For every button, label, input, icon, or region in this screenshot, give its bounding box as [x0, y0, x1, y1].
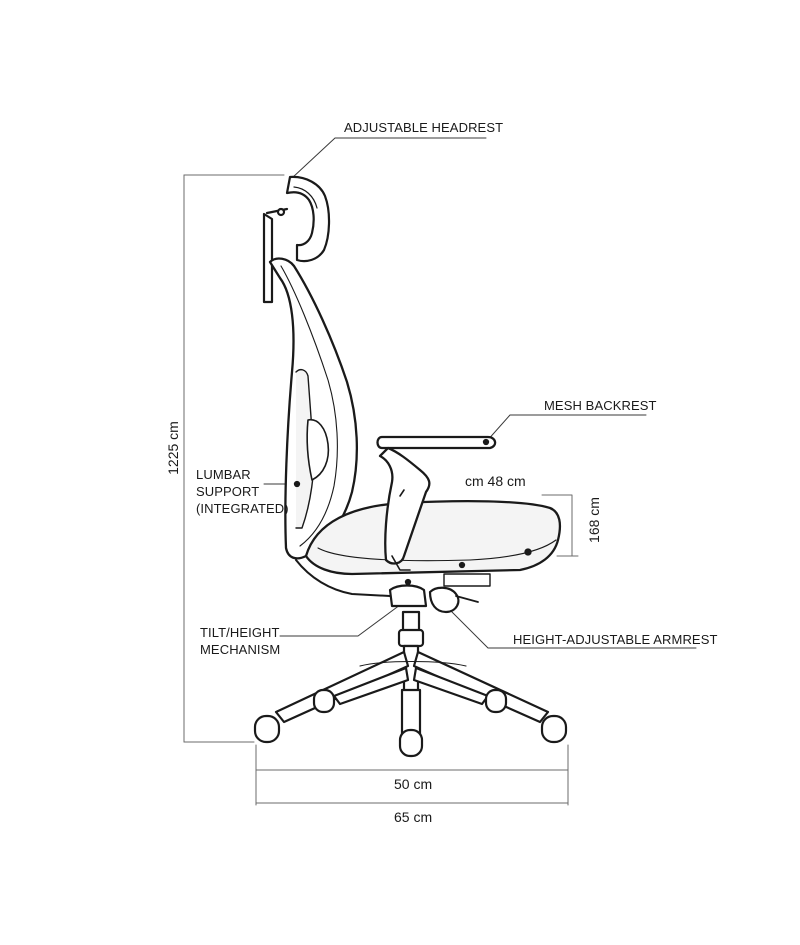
callout-backrest: MESH BACKREST: [544, 398, 657, 413]
callout-headrest: ADJUSTABLE HEADREST: [344, 120, 504, 135]
callout-lumbar-line3: (INTEGRATED): [196, 501, 289, 516]
dimension-seat-depth: cm 48 cm: [465, 473, 526, 489]
callout-leaders: [263, 137, 697, 649]
backrest: [268, 257, 358, 560]
armrest: [376, 435, 497, 571]
casters: [253, 688, 568, 758]
callout-lumbar-line2: SUPPORT: [196, 484, 260, 499]
callout-armrest: HEIGHT-ADJUSTABLE ARMREST: [513, 632, 718, 647]
callout-mechanism-line1: TILT/HEIGHT: [200, 625, 280, 640]
dimension-total-height: 1225 cm: [165, 421, 181, 475]
callout-lumbar-line1: LUMBAR: [196, 467, 251, 482]
seat: [295, 500, 562, 597]
headrest: [262, 175, 331, 304]
chair-base: [274, 650, 550, 738]
callout-mechanism-line2: MECHANISM: [200, 642, 281, 657]
dimension-lines: [183, 174, 579, 806]
dimension-base-outer: 65 cm: [394, 809, 433, 825]
dimension-base-inner: 50 cm: [394, 776, 433, 792]
dimension-seat-height: 168 cm: [586, 497, 602, 543]
